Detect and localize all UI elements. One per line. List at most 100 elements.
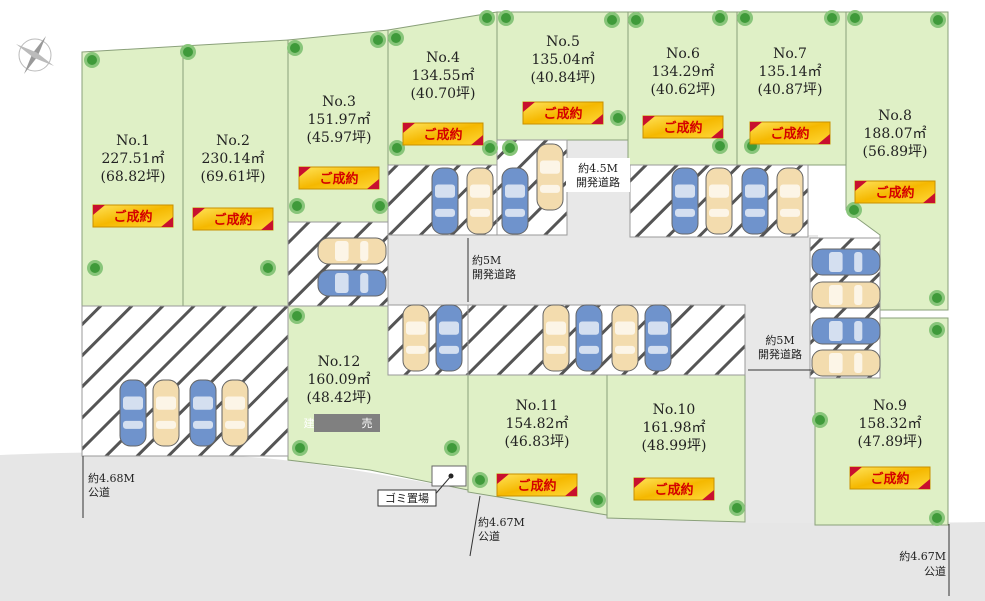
sold-badge: ご成約	[496, 473, 578, 497]
svg-text:公道: 公道	[88, 485, 110, 499]
lot-area: 154.82㎡	[506, 416, 569, 432]
sold-text: ご成約	[517, 478, 556, 494]
tree-icon	[846, 202, 862, 218]
lot-label-no8: No.8 188.07㎡ (56.89坪) ご成約	[854, 108, 936, 204]
parked-cars	[119, 143, 881, 447]
car-icon	[542, 304, 570, 372]
lot-tsubo: (40.62坪)	[650, 82, 715, 98]
tree-icon	[498, 10, 514, 26]
car-icon	[431, 167, 459, 235]
public-road	[0, 452, 985, 601]
sold-text: ご成約	[113, 209, 152, 225]
lot-number: No.1	[116, 133, 150, 149]
car-icon	[575, 304, 603, 372]
car-icon	[705, 167, 733, 235]
sold-text: ご成約	[663, 120, 702, 136]
tree-icon	[610, 110, 626, 126]
svg-text:開発道路: 開発道路	[758, 347, 802, 361]
sold-text: ご成約	[423, 127, 462, 143]
lot-tsubo: (48.42坪)	[306, 390, 371, 406]
sold-badge: ご成約	[298, 166, 380, 190]
lot-number: No.5	[546, 34, 580, 50]
lot-number: No.4	[426, 50, 460, 66]
tree-icon	[729, 500, 745, 516]
sold-badge: ご成約	[749, 121, 831, 145]
car-icon	[811, 349, 881, 377]
sold-badge: ご成約	[849, 466, 931, 490]
lot-number: No.8	[878, 108, 912, 124]
lot-tsubo: (40.87坪)	[757, 82, 822, 98]
lot-number: No.6	[666, 46, 700, 62]
lot-tsubo: (56.89坪)	[862, 144, 927, 160]
svg-text:約4.5M: 約4.5M	[578, 161, 618, 175]
tree-icon	[604, 12, 620, 28]
lot-area: 135.04㎡	[532, 52, 595, 68]
sold-text: ご成約	[770, 126, 809, 142]
car-icon	[611, 304, 639, 372]
tree-icon	[929, 322, 945, 338]
car-icon	[466, 167, 494, 235]
lot-number: No.10	[653, 402, 696, 418]
sold-badge: ご成約	[522, 101, 604, 125]
car-icon	[811, 281, 881, 309]
tree-icon	[502, 140, 518, 156]
lot-area: 158.32㎡	[859, 416, 922, 432]
sold-text: ご成約	[875, 185, 914, 201]
lot-number: No.12	[318, 354, 361, 370]
car-icon	[671, 167, 699, 235]
lot-number: No.11	[516, 398, 559, 414]
tree-icon	[737, 10, 753, 26]
lot-tsubo: (47.89坪)	[857, 434, 922, 450]
road-label-right: 約5M 開発道路	[748, 333, 812, 371]
tree-icon	[812, 412, 828, 428]
sold-text: ご成約	[870, 471, 909, 487]
sold-text: ご成約	[543, 106, 582, 122]
lot-area: 161.98㎡	[643, 420, 706, 436]
lot-area: 188.07㎡	[864, 126, 927, 142]
sold-badge: ご成約	[633, 477, 715, 501]
lot-area: 227.51㎡	[102, 151, 165, 167]
car-icon	[317, 269, 387, 297]
sold-text: ご成約	[654, 482, 693, 498]
lot-area: 230.14㎡	[202, 151, 265, 167]
road-label-top: 約4.5M 開発道路	[566, 158, 630, 192]
sold-badge: ご成約	[92, 204, 174, 228]
car-icon	[501, 167, 529, 235]
tree-icon	[289, 308, 305, 324]
lot-tsubo: (40.70坪)	[410, 86, 475, 102]
tree-icon	[482, 140, 498, 156]
sold-badge: ご成約	[402, 122, 484, 146]
for-sale-badge: 建 売	[304, 414, 380, 432]
sold-badge: ご成約	[854, 180, 936, 204]
lot-label-no6: No.6 134.29㎡ (40.62坪) ご成約	[642, 46, 724, 139]
car-icon	[119, 379, 147, 447]
road-label-public-center: 約4.67M 公道	[469, 495, 525, 557]
dev-road-right	[745, 238, 815, 523]
compass-icon	[15, 35, 55, 75]
tree-icon	[389, 140, 405, 156]
tree-icon	[180, 44, 196, 60]
car-icon	[536, 143, 564, 211]
trees	[84, 10, 946, 526]
lot-area: 134.29㎡	[652, 64, 715, 80]
svg-text:約5M: 約5M	[765, 333, 794, 347]
sold-badge: ご成約	[642, 115, 724, 139]
lot-area: 151.97㎡	[308, 112, 371, 128]
svg-text:公道: 公道	[478, 529, 500, 543]
lot-tsubo: (69.61坪)	[200, 169, 265, 185]
road-label-center: 約5M 開発道路	[467, 238, 516, 302]
tree-icon	[712, 10, 728, 26]
tree-icon	[590, 492, 606, 508]
svg-text:開発道路: 開発道路	[472, 267, 516, 281]
svg-text:開発道路: 開発道路	[576, 175, 620, 189]
tree-icon	[388, 30, 404, 46]
car-icon	[435, 304, 463, 372]
car-icon	[741, 167, 769, 235]
car-icon	[221, 379, 249, 447]
tree-icon	[628, 12, 644, 28]
lot-tsubo: (45.97坪)	[306, 130, 371, 146]
